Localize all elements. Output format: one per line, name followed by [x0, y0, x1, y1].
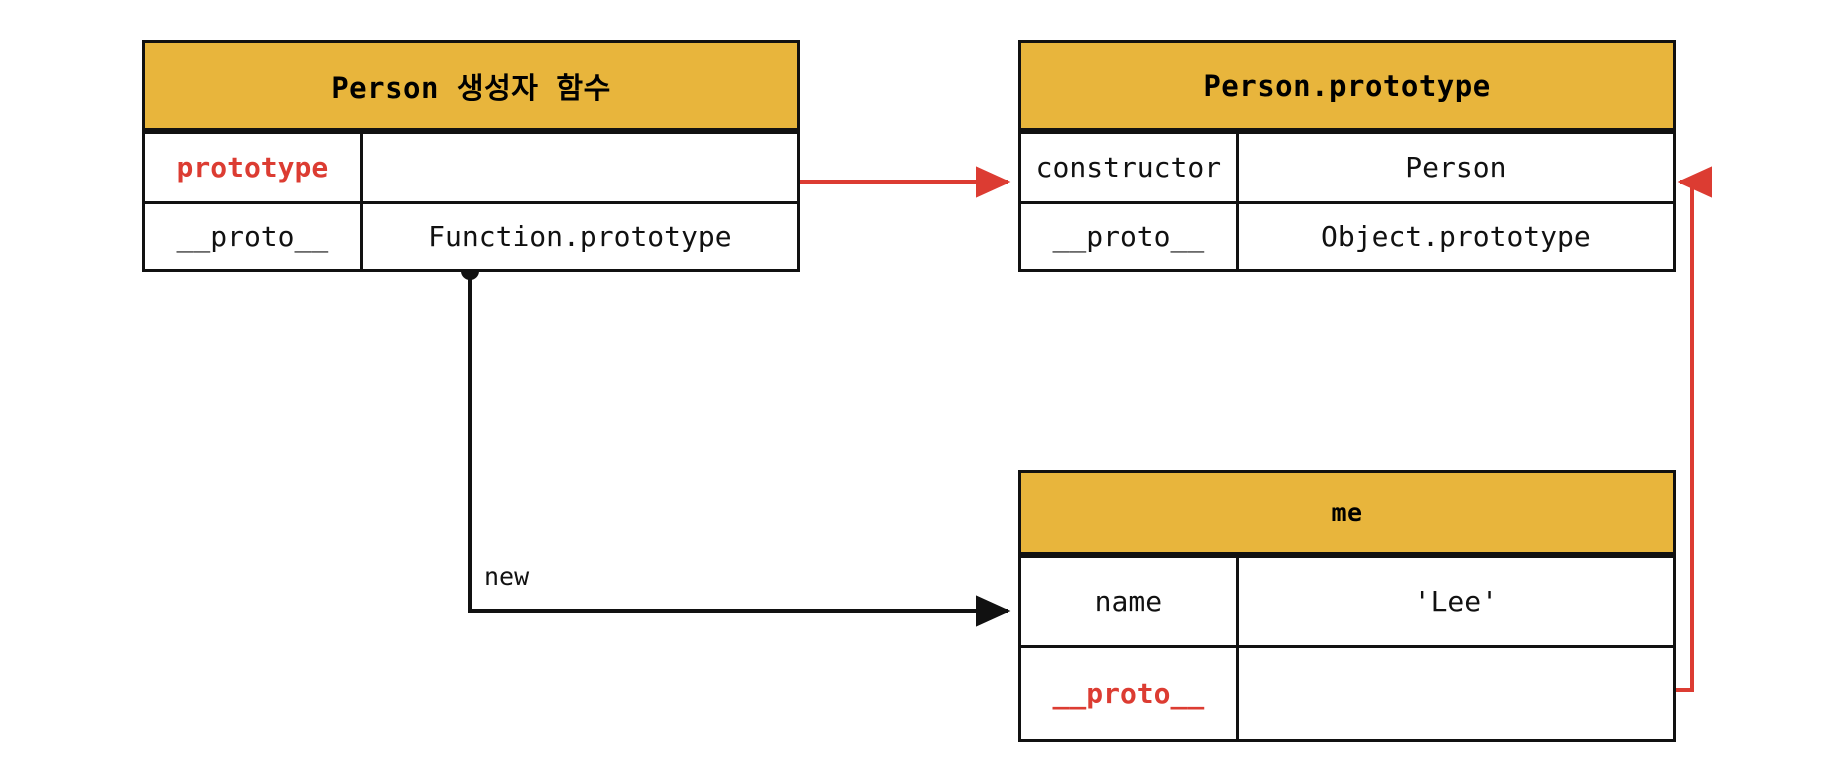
cell-key-proto: __proto__ — [1021, 648, 1239, 739]
table-constructor-function-title: Person 생성자 함수 — [145, 43, 797, 131]
cell-key-prototype: prototype — [145, 134, 363, 201]
table-row: __proto__ Object.prototype — [1021, 201, 1673, 269]
wire-new-instance — [461, 262, 1011, 627]
cell-value-proto-pointer — [1239, 648, 1673, 739]
table-row: prototype — [145, 131, 797, 201]
cell-value-object-prototype: Object.prototype — [1321, 220, 1591, 253]
cell-value-lee: 'Lee' — [1413, 585, 1499, 618]
table-instance-me: me name 'Lee' __proto__ — [1018, 470, 1676, 742]
cell-key-name: name — [1021, 558, 1239, 645]
table-person-prototype: Person.prototype constructor Person __pr… — [1018, 40, 1676, 272]
table-constructor-function: Person 생성자 함수 prototype __proto__ Functi… — [142, 40, 800, 272]
cell-value-function-prototype: Function.prototype — [428, 220, 732, 253]
connector-label-new: new — [484, 562, 530, 591]
table-row: constructor Person — [1021, 131, 1673, 201]
table-row: __proto__ — [1021, 645, 1673, 739]
cell-value-person: Person — [1405, 151, 1507, 184]
cell-key-proto: __proto__ — [145, 204, 363, 269]
cell-key-constructor: constructor — [1021, 134, 1239, 201]
table-instance-me-title: me — [1021, 473, 1673, 555]
table-person-prototype-title: Person.prototype — [1021, 43, 1673, 131]
table-row: __proto__ Function.prototype — [145, 201, 797, 269]
cell-key-proto: __proto__ — [1021, 204, 1239, 269]
cell-value-prototype-pointer — [363, 134, 797, 201]
table-row: name 'Lee' — [1021, 555, 1673, 645]
